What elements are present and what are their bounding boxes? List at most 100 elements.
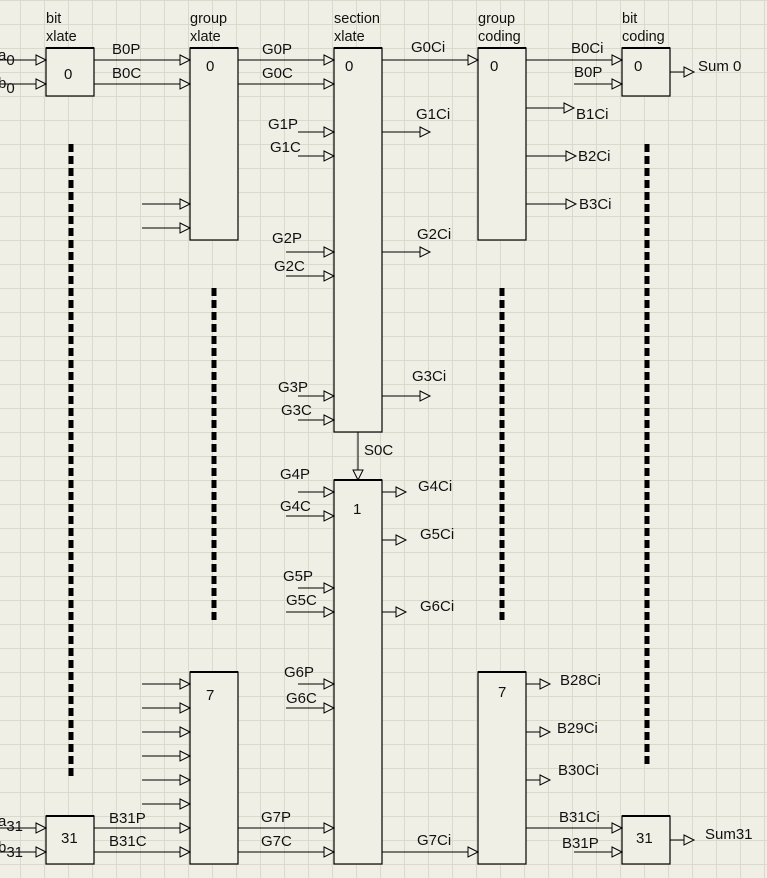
label-g0ci: G0Ci [411,39,445,56]
arrow-b0 [35,78,48,90]
arrow-g2c [323,270,336,282]
arrow-gx7-in0 [179,678,192,690]
arrow-g0p [323,54,336,66]
header-group-xlate-line1: group [190,11,227,27]
arrow-gx7-in2 [179,726,192,738]
group-xlate-block-0-label: 0 [206,58,214,75]
label-g7c: G7C [261,833,292,850]
arrow-b0c [179,78,192,90]
arrow-b1ci [563,102,576,114]
header-group-coding-line2: coding [478,29,521,45]
label-b0p: B0P [112,41,140,58]
bit-xlate-block-31-label: 31 [61,830,78,847]
arrow-b31 [35,846,48,858]
label-sum31: Sum31 [705,826,753,843]
header-section-xlate-line2: xlate [334,29,365,45]
label-g2c: G2C [274,258,305,275]
arrow-g3ci [419,390,432,402]
label-g2ci: G2Ci [417,226,451,243]
label-g7p: G7P [261,809,291,826]
label-g5ci: G5Ci [420,526,454,543]
group-coding-block-0-label: 0 [490,58,498,75]
label-b29ci: B29Ci [557,720,598,737]
arrow-gx0-in7 [179,222,192,234]
arrow-a31 [35,822,48,834]
arrow-s0c [352,469,364,482]
label-g5p: G5P [283,568,313,585]
arrow-gx7-in5 [179,798,192,810]
arrow-g1ci [419,126,432,138]
arrow-g2p [323,246,336,258]
group-xlate-block-0 [189,47,239,241]
label-sum0: Sum 0 [698,58,741,75]
arrow-b29ci [539,726,552,738]
label-g6c: G6C [286,690,317,707]
label-g2p: G2P [272,230,302,247]
label-g6p: G6P [284,664,314,681]
label-b0ci-in: B0Ci [571,40,604,57]
label-b31c: B31C [109,833,147,850]
bit-coding-block-0-label: 0 [634,58,642,75]
arrow-b0p-in [611,78,624,90]
arrow-g5c [323,606,336,618]
header-bit-coding-line2: coding [622,29,665,45]
bit-coding-block-31-label: 31 [636,830,653,847]
header-bit-xlate-line1: bit [46,11,61,27]
header-group-coding-line1: group [478,11,515,27]
label-g0c: G0C [262,65,293,82]
label-g6ci: G6Ci [420,598,454,615]
label-b31ci: B31Ci [559,809,600,826]
label-b0c: B0C [112,65,141,82]
group-xlate-block-7 [189,671,239,865]
arrow-g6p [323,678,336,690]
label-b30ci: B30Ci [558,762,599,779]
arrow-b2ci [565,150,578,162]
label-b28ci: B28Ci [560,672,601,689]
arrow-g1c [323,150,336,162]
label-g3ci: G3Ci [412,368,446,385]
label-b3ci: B3Ci [579,196,612,213]
header-section-xlate-line1: section [334,11,380,27]
input-b31-label: b31 [0,839,23,861]
arrow-gx0-in6 [179,198,192,210]
bit-xlate-block-0 [45,47,95,97]
group-xlate-block-7-label: 7 [206,687,214,704]
bit-coding-block-0 [621,47,671,97]
arrow-g3p [323,390,336,402]
bit-xlate-block-0-label: 0 [64,66,72,83]
arrow-b3ci [565,198,578,210]
arrow-b31ci [611,822,624,834]
arrow-b31c [179,846,192,858]
bit-xlate-block-31 [45,815,95,865]
arrow-g2ci [419,246,432,258]
arrow-g0c [323,78,336,90]
arrow-sum0 [683,66,696,78]
arrow-gx7-in1 [179,702,192,714]
arrow-g0ci [467,54,480,66]
input-b0-label: b0 [0,75,15,97]
arrow-g5p [323,582,336,594]
arrow-g1p [323,126,336,138]
label-g1p: G1P [268,116,298,133]
label-g4p: G4P [280,466,310,483]
header-bit-xlate-line2: xlate [46,29,77,45]
arrow-g4c [323,510,336,522]
arrow-g4p [323,486,336,498]
arrow-b0p [179,54,192,66]
arrow-g7ci [467,846,480,858]
label-g0p: G0P [262,41,292,58]
arrow-g5ci [395,534,408,546]
section-xlate-block-1 [333,479,383,865]
arrow-b31p [179,822,192,834]
arrow-gx7-in4 [179,774,192,786]
label-b31p-in: B31P [562,835,599,852]
label-s0c: S0C [364,442,393,459]
label-g1ci: G1Ci [416,106,450,123]
label-g4c: G4C [280,498,311,515]
arrow-a0 [35,54,48,66]
label-b2ci: B2Ci [578,148,611,165]
arrow-g3c [323,414,336,426]
arrow-b31p-in [611,846,624,858]
label-b31p: B31P [109,810,146,827]
